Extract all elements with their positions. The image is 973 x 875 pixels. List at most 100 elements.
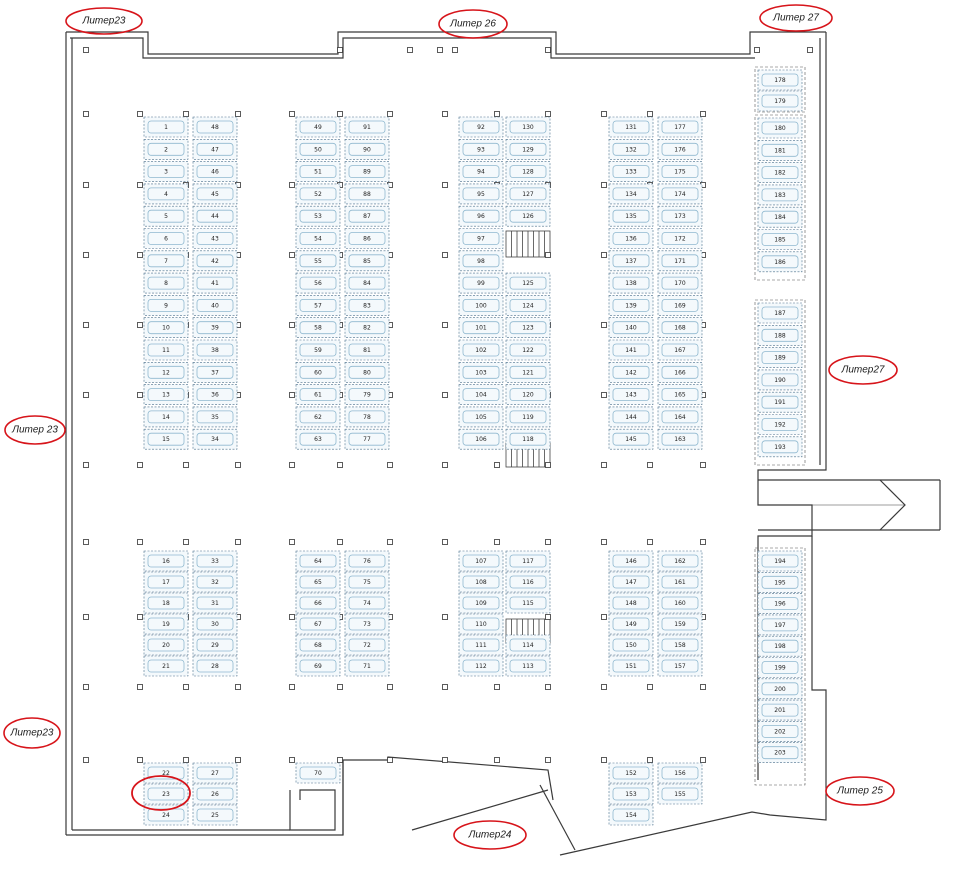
parking-space[interactable]: 94: [458, 161, 504, 182]
parking-space[interactable]: 73: [344, 613, 390, 635]
parking-space[interactable]: 35: [192, 406, 238, 428]
parking-space[interactable]: 104: [458, 384, 504, 405]
parking-space[interactable]: 147: [608, 571, 654, 593]
parking-space[interactable]: 86: [344, 228, 390, 249]
parking-space[interactable]: 85: [344, 250, 390, 272]
parking-space[interactable]: 42: [192, 250, 238, 272]
parking-space[interactable]: 59: [295, 339, 341, 361]
parking-space[interactable]: 30: [192, 613, 238, 635]
parking-space[interactable]: 130: [505, 116, 551, 138]
parking-space[interactable]: 16: [143, 550, 189, 572]
parking-space[interactable]: 164: [657, 406, 703, 428]
parking-space[interactable]: 2: [143, 139, 189, 160]
parking-space[interactable]: 125: [505, 272, 551, 294]
parking-space[interactable]: 97: [458, 228, 504, 249]
parking-space[interactable]: 46: [192, 161, 238, 182]
parking-space[interactable]: 103: [458, 361, 504, 383]
parking-space[interactable]: 14: [143, 406, 189, 428]
parking-space[interactable]: 25: [192, 804, 238, 826]
parking-space[interactable]: 110: [458, 613, 504, 635]
parking-space[interactable]: 55: [295, 250, 341, 272]
parking-space[interactable]: 24: [143, 804, 189, 826]
parking-space[interactable]: 122: [505, 339, 551, 361]
parking-space[interactable]: 41: [192, 272, 238, 294]
parking-space[interactable]: 141: [608, 339, 654, 361]
parking-space[interactable]: 112: [458, 655, 504, 677]
parking-space[interactable]: 144: [608, 406, 654, 428]
parking-space[interactable]: 173: [657, 205, 703, 227]
parking-space[interactable]: 159: [657, 613, 703, 635]
parking-space[interactable]: 17: [143, 571, 189, 593]
parking-space[interactable]: 56: [295, 272, 341, 294]
parking-space[interactable]: 52: [295, 183, 341, 205]
parking-space[interactable]: 23: [143, 783, 189, 805]
parking-space[interactable]: 166: [657, 361, 703, 383]
parking-space[interactable]: 58: [295, 317, 341, 339]
parking-space[interactable]: 165: [657, 384, 703, 405]
parking-space[interactable]: 185: [757, 229, 803, 250]
parking-space[interactable]: 160: [657, 592, 703, 614]
parking-space[interactable]: 54: [295, 228, 341, 249]
parking-space[interactable]: 10: [143, 317, 189, 339]
parking-space[interactable]: 129: [505, 139, 551, 160]
parking-space[interactable]: 151: [608, 655, 654, 677]
parking-space[interactable]: 79: [344, 384, 390, 405]
parking-space[interactable]: 155: [657, 783, 703, 805]
parking-space[interactable]: 78: [344, 406, 390, 428]
parking-space[interactable]: 50: [295, 139, 341, 160]
parking-space[interactable]: 18: [143, 592, 189, 614]
parking-space[interactable]: 83: [344, 295, 390, 316]
parking-space[interactable]: 196: [757, 593, 803, 614]
parking-space[interactable]: 156: [657, 762, 703, 784]
parking-space[interactable]: 195: [757, 571, 803, 593]
parking-space[interactable]: 126: [505, 205, 551, 227]
parking-space[interactable]: 98: [458, 250, 504, 272]
parking-space[interactable]: 200: [757, 678, 803, 700]
parking-space[interactable]: 135: [608, 205, 654, 227]
parking-space[interactable]: 69: [295, 655, 341, 677]
parking-space[interactable]: 72: [344, 634, 390, 656]
parking-space[interactable]: 167: [657, 339, 703, 361]
parking-space[interactable]: 65: [295, 571, 341, 593]
parking-space[interactable]: 40: [192, 295, 238, 316]
parking-space[interactable]: 15: [143, 428, 189, 450]
parking-space[interactable]: 71: [344, 655, 390, 677]
parking-space[interactable]: 180: [757, 117, 803, 139]
parking-space[interactable]: 4: [143, 183, 189, 205]
parking-space[interactable]: 201: [757, 699, 803, 721]
parking-space[interactable]: 127: [505, 183, 551, 205]
parking-space[interactable]: 118: [505, 428, 551, 450]
parking-space[interactable]: 182: [757, 162, 803, 183]
parking-space[interactable]: 113: [505, 655, 551, 677]
parking-space[interactable]: 96: [458, 205, 504, 227]
parking-space[interactable]: 109: [458, 592, 504, 614]
parking-space[interactable]: 76: [344, 550, 390, 572]
parking-space[interactable]: 47: [192, 139, 238, 160]
parking-space[interactable]: 39: [192, 317, 238, 339]
parking-space[interactable]: 117: [505, 550, 551, 572]
parking-space[interactable]: 8: [143, 272, 189, 294]
parking-space[interactable]: 154: [608, 804, 654, 826]
parking-space[interactable]: 124: [505, 295, 551, 316]
parking-space[interactable]: 80: [344, 361, 390, 383]
parking-space[interactable]: 157: [657, 655, 703, 677]
parking-space[interactable]: 194: [757, 550, 803, 572]
parking-space[interactable]: 81: [344, 339, 390, 361]
parking-space[interactable]: 161: [657, 571, 703, 593]
parking-space[interactable]: 136: [608, 228, 654, 249]
parking-space[interactable]: 202: [757, 721, 803, 742]
parking-space[interactable]: 183: [757, 184, 803, 206]
parking-space[interactable]: 75: [344, 571, 390, 593]
parking-space[interactable]: 203: [757, 742, 803, 764]
parking-space[interactable]: 102: [458, 339, 504, 361]
parking-space[interactable]: 44: [192, 205, 238, 227]
parking-space[interactable]: 92: [458, 116, 504, 138]
parking-space[interactable]: 145: [608, 428, 654, 450]
parking-space[interactable]: 146: [608, 550, 654, 572]
parking-space[interactable]: 27: [192, 762, 238, 784]
parking-space[interactable]: 34: [192, 428, 238, 450]
parking-space[interactable]: 63: [295, 428, 341, 450]
parking-space[interactable]: 48: [192, 116, 238, 138]
parking-space[interactable]: 143: [608, 384, 654, 405]
parking-space[interactable]: 153: [608, 783, 654, 805]
